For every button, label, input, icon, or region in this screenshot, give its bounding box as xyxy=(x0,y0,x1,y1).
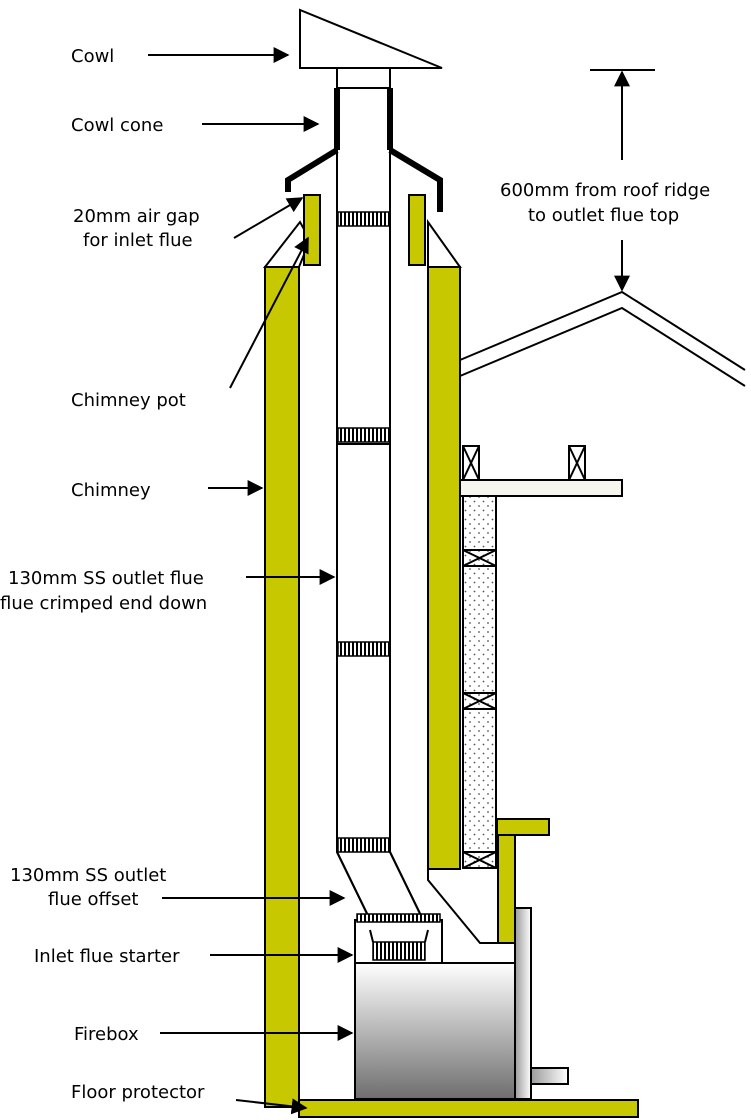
cowl-cone-right xyxy=(388,147,443,212)
outlet-flue xyxy=(336,68,429,931)
nog-3 xyxy=(462,851,497,869)
label-floor-protector: Floor protector xyxy=(71,1082,205,1103)
floor-protector xyxy=(298,1099,639,1118)
chimney-pot-left xyxy=(303,194,321,266)
label-outlet-flue-1: 130mm SS outlet flue xyxy=(8,568,204,589)
flue-joint-3 xyxy=(337,641,390,657)
chimney-right-wall xyxy=(427,266,461,870)
roof-batten-left xyxy=(462,445,480,481)
chimney-crown-right xyxy=(427,218,462,268)
chimney-pot-right xyxy=(408,194,426,266)
label-air-gap-2: for inlet flue xyxy=(83,230,193,251)
mantle-post xyxy=(497,834,516,944)
firebox-door xyxy=(514,907,532,1100)
nog-1 xyxy=(462,549,497,567)
ridge-dimension xyxy=(590,69,655,292)
flue-joint-4 xyxy=(337,837,390,853)
label-offset-2: flue offset xyxy=(48,889,138,910)
mantle-shelf xyxy=(496,818,550,836)
leader-arrows xyxy=(148,47,354,1115)
label-air-gap-1: 20mm air gap xyxy=(73,206,200,227)
firebox-handle xyxy=(530,1067,569,1085)
floor-protector-arrow xyxy=(235,1098,308,1115)
label-ridge-2: to outlet flue top xyxy=(528,205,679,226)
label-inlet-starter: Inlet flue starter xyxy=(34,946,180,967)
label-firebox: Firebox xyxy=(74,1024,139,1045)
label-chimney: Chimney xyxy=(71,480,151,501)
firebox xyxy=(354,962,516,1100)
cowl xyxy=(299,8,443,69)
label-chimney-pot: Chimney pot xyxy=(71,390,186,411)
roof xyxy=(459,290,746,387)
ceiling-joist xyxy=(459,479,623,497)
air-gap-arrow xyxy=(233,197,304,239)
inlet-flue-offset xyxy=(427,869,515,944)
flue-joint-2 xyxy=(337,427,390,443)
cowl-cone-left xyxy=(285,147,339,192)
label-ridge-1: 600mm from roof ridge xyxy=(500,180,710,201)
nog-2 xyxy=(462,692,497,710)
roof-batten-right xyxy=(568,445,586,481)
wall-framing xyxy=(459,445,623,869)
inlet-flue-starter xyxy=(354,913,443,965)
label-cowl: Cowl xyxy=(71,46,114,67)
chimney-left-wall xyxy=(264,266,300,1108)
cowl-collar xyxy=(336,67,391,89)
label-cowl-cone: Cowl cone xyxy=(71,115,163,136)
flue-joint-1 xyxy=(337,211,390,227)
label-offset-1: 130mm SS outlet xyxy=(10,865,166,886)
label-outlet-flue-2: flue crimped end down xyxy=(0,593,207,614)
chimney-pot-arrow xyxy=(229,236,309,389)
